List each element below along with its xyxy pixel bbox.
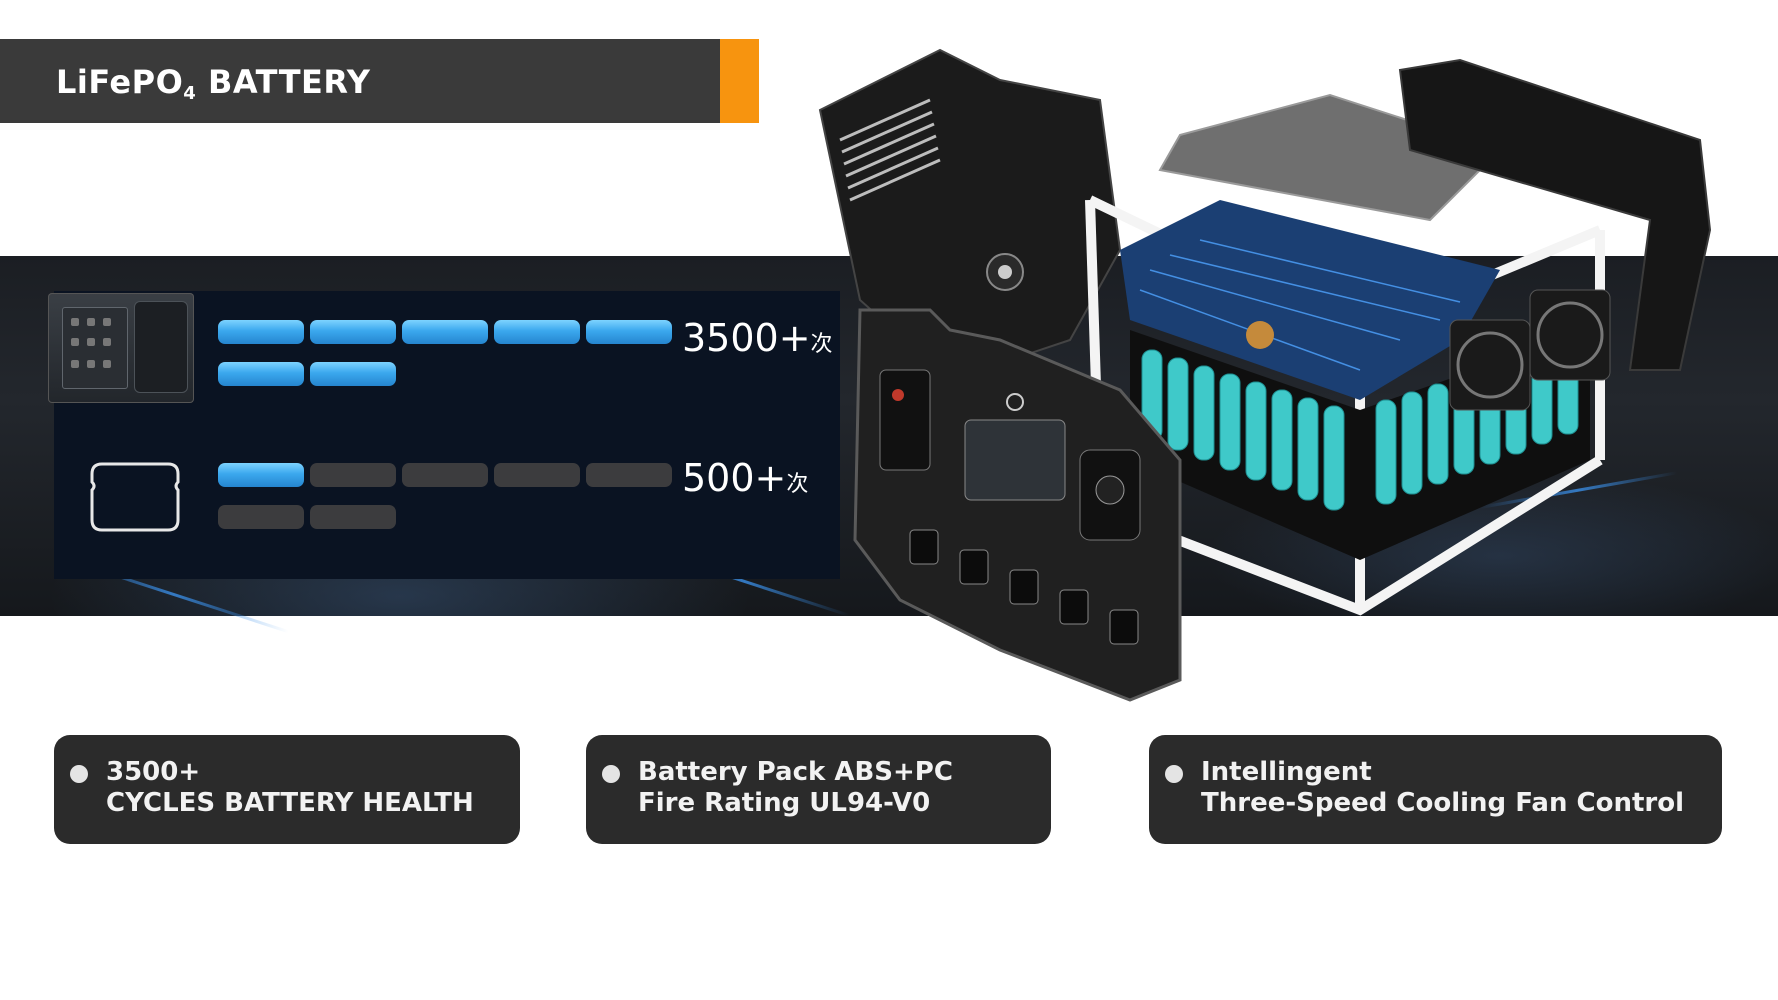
lifepo4-bar-segment [218, 320, 304, 344]
other-bar-segment [310, 505, 396, 529]
exploded-battery-illustration [818, 48, 1712, 702]
feature-line-2: Three-Speed Cooling Fan Control [1201, 788, 1685, 818]
lifepo4-cycle-value: 3500+ [682, 316, 811, 360]
feature-line-1: 3500+ [106, 757, 201, 787]
feature-text: 3500+CYCLES BATTERY HEALTH [106, 757, 474, 819]
title-suffix: BATTERY [196, 63, 371, 101]
cooling-fans [1449, 289, 1611, 411]
power-station-thumbnail [48, 293, 194, 403]
lifepo4-bar-segment [586, 320, 672, 344]
other-bar-segment [586, 463, 672, 487]
title-prefix: LiFePO [56, 63, 184, 101]
circuit-board [1120, 200, 1500, 400]
lifepo4-bar-segment [310, 320, 396, 344]
other-bar-segment [310, 463, 396, 487]
bullet-dot-icon [602, 765, 620, 783]
other-bar-segment [494, 463, 580, 487]
lifepo4-bar-segment [310, 362, 396, 386]
lifepo4-bar-segment [218, 362, 304, 386]
lifepo4-bar-segment [494, 320, 580, 344]
page-title: LiFePO4 BATTERY [56, 62, 371, 104]
other-cycle-count: 500+次 [682, 456, 808, 507]
other-bar-segment [218, 463, 304, 487]
other-bar-segment [218, 505, 304, 529]
feature-line-2: Fire Rating UL94-V0 [638, 788, 931, 818]
other-cycle-unit: 次 [786, 472, 809, 497]
lifepo4-bar-segment [402, 320, 488, 344]
generic-battery-outline-icon [90, 462, 180, 532]
feature-line-1: Intellingent [1201, 757, 1372, 787]
bullet-dot-icon [1165, 765, 1183, 783]
bullet-dot-icon [70, 765, 88, 783]
other-bar-segment [402, 463, 488, 487]
feature-line-1: Battery Pack ABS+PC [638, 757, 953, 787]
lifepo4-cycle-unit: 次 [810, 332, 833, 357]
rear-right-panel [1398, 58, 1712, 371]
front-control-panel [853, 308, 1182, 702]
title-accent-strip [720, 39, 759, 123]
feature-card-battery-health: 3500+CYCLES BATTERY HEALTH [54, 735, 520, 844]
title-subscript: 4 [183, 83, 197, 104]
other-cycle-value: 500+ [682, 456, 787, 500]
title-bar [0, 39, 720, 123]
lifepo4-cycle-count: 3500+次 [682, 316, 833, 367]
feature-line-2: CYCLES BATTERY HEALTH [106, 788, 474, 818]
